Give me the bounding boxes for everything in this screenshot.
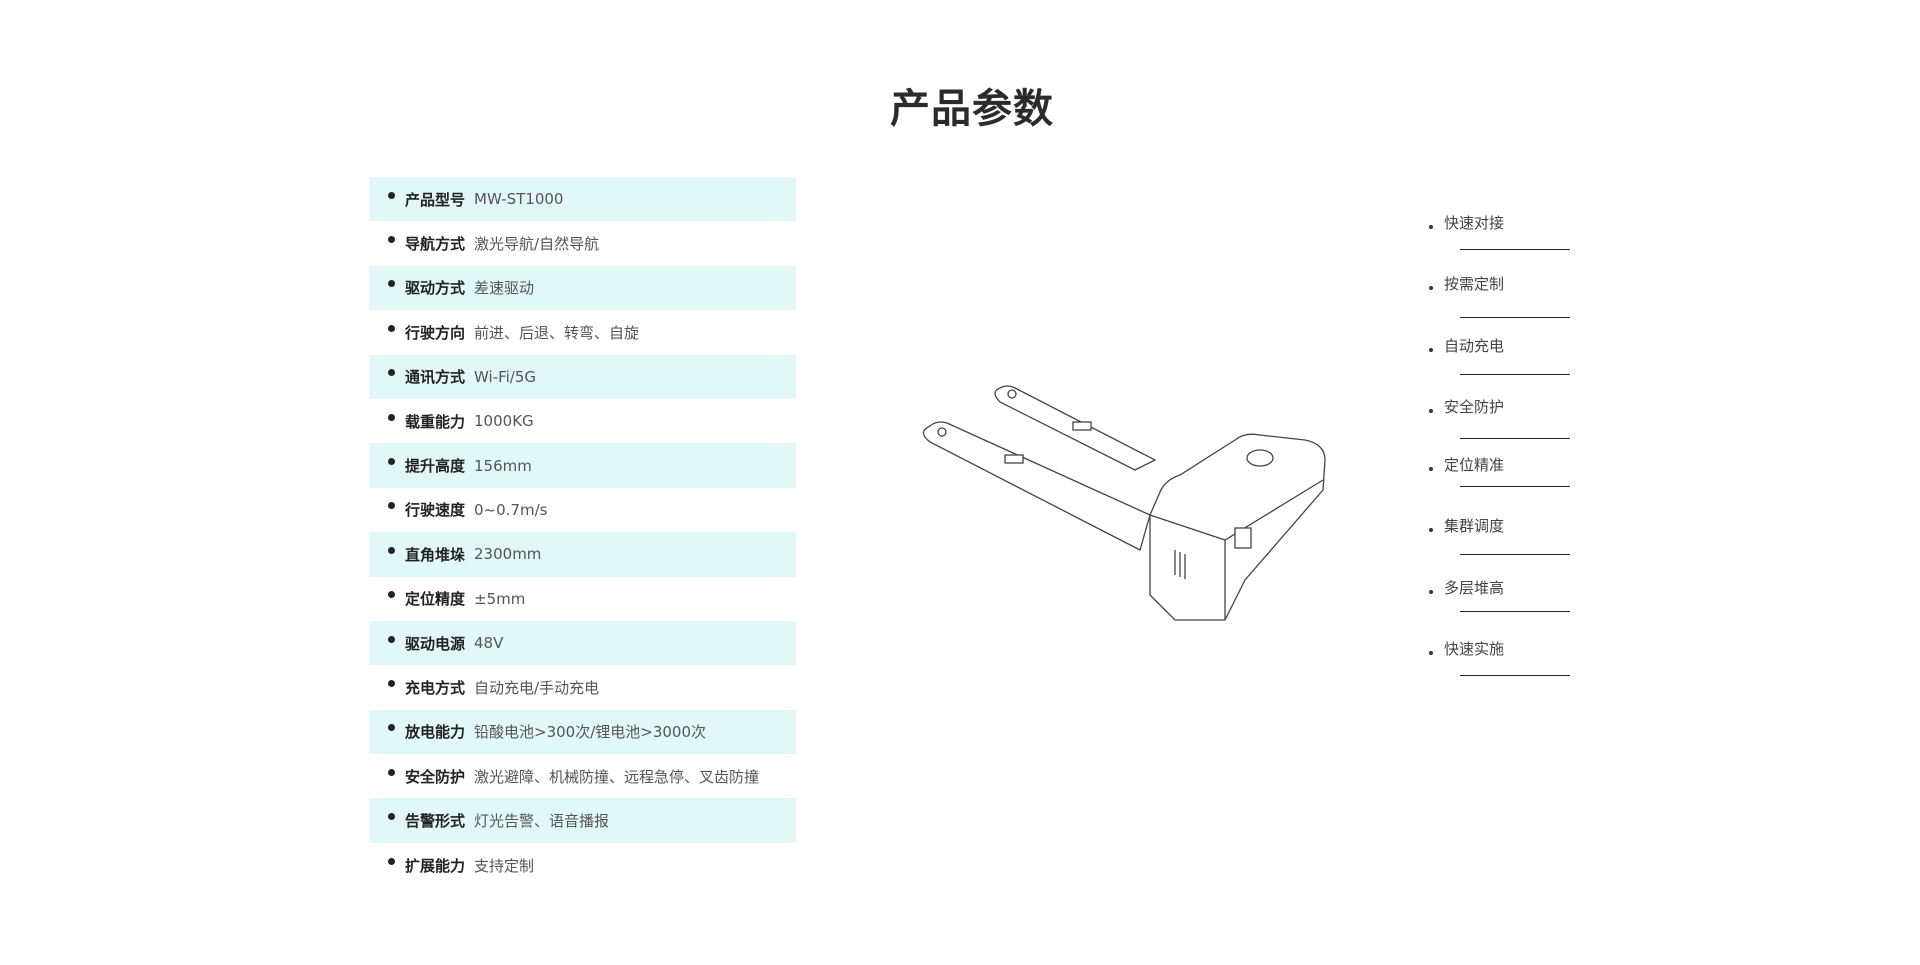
feature-label: 多层堆高 bbox=[1444, 579, 1505, 597]
bullet-icon bbox=[1429, 467, 1433, 471]
spec-value: 自动充电/手动充电 bbox=[474, 678, 600, 697]
spec-value: 156mm bbox=[474, 456, 532, 475]
spec-value: 灯光告警、语音播报 bbox=[474, 812, 610, 831]
page-title: 产品参数 bbox=[890, 86, 1054, 132]
spec-label: 告警形式 bbox=[405, 812, 466, 831]
bullet-icon bbox=[388, 813, 395, 821]
divider bbox=[1460, 374, 1570, 375]
bullet-icon bbox=[1429, 348, 1433, 352]
bullet-icon bbox=[388, 280, 395, 288]
spec-label: 驱动方式 bbox=[405, 279, 466, 298]
spec-row: 载重能力 1000KG bbox=[369, 399, 796, 443]
divider bbox=[1460, 554, 1570, 555]
bullet-icon bbox=[388, 591, 395, 599]
bullet-icon bbox=[388, 191, 395, 199]
divider bbox=[1460, 486, 1570, 487]
bullet-icon bbox=[388, 857, 395, 865]
spec-row: 扩展能力支持定制 bbox=[369, 843, 796, 887]
spec-label: 导航方式 bbox=[405, 235, 466, 254]
bullet-icon bbox=[1429, 590, 1433, 594]
spec-value: 铅酸电池>300次/锂电池>3000次 bbox=[474, 723, 707, 742]
spec-value: 48V bbox=[474, 634, 504, 653]
spec-row: 产品型号 MW-ST1000 bbox=[369, 177, 796, 222]
bullet-icon bbox=[388, 546, 395, 554]
spec-value: 1000KG bbox=[474, 412, 534, 431]
bullet-icon bbox=[388, 502, 395, 510]
bullet-icon bbox=[388, 236, 395, 244]
spec-label: 载重能力 bbox=[405, 412, 466, 431]
spec-label: 放电能力 bbox=[405, 723, 466, 742]
bullet-icon bbox=[1429, 225, 1433, 229]
spec-row: 行驶方向前进、后退、转弯、自旋 bbox=[369, 310, 796, 354]
bullet-icon bbox=[1429, 286, 1433, 290]
spec-row: 安全防护激光避障、机械防撞、远程急停、叉齿防撞 bbox=[369, 754, 796, 798]
spec-label: 直角堆垛 bbox=[405, 545, 466, 564]
product-image bbox=[922, 385, 1326, 621]
feature-label: 快速实施 bbox=[1444, 640, 1505, 658]
spec-label: 驱动电源 bbox=[405, 634, 466, 653]
spec-label: 提升高度 bbox=[405, 457, 466, 476]
spec-value: 激光导航/自然导航 bbox=[474, 235, 600, 254]
spec-label: 通讯方式 bbox=[405, 368, 466, 387]
bullet-icon bbox=[1429, 528, 1433, 532]
spec-row: 告警形式灯光告警、语音播报 bbox=[369, 798, 796, 843]
feature-label: 定位精准 bbox=[1444, 456, 1505, 474]
spec-row: 充电方式自动充电/手动充电 bbox=[369, 665, 796, 709]
bullet-icon bbox=[1429, 409, 1433, 413]
spec-value: MW-ST1000 bbox=[474, 190, 564, 209]
spec-row: 驱动电源 48V bbox=[369, 620, 796, 666]
bullet-icon bbox=[388, 724, 395, 732]
spec-row: 行驶速度 0~0.7m/s bbox=[369, 488, 796, 532]
bullet-icon bbox=[388, 369, 395, 377]
feature-label: 自动充电 bbox=[1444, 337, 1505, 355]
spec-label: 行驶速度 bbox=[405, 501, 466, 520]
spec-row: 放电能力铅酸电池>300次/锂电池>3000次 bbox=[369, 709, 796, 755]
spec-label: 扩展能力 bbox=[405, 856, 466, 875]
spec-row: 直角堆垛 2300mm bbox=[369, 532, 796, 577]
bullet-icon bbox=[388, 458, 395, 466]
feature-label: 按需定制 bbox=[1444, 275, 1505, 293]
spec-value: 前进、后退、转弯、自旋 bbox=[474, 323, 640, 342]
feature-label: 集群调度 bbox=[1444, 517, 1505, 535]
bullet-icon bbox=[388, 635, 395, 643]
spec-value: Wi-Fi/5G bbox=[474, 367, 537, 386]
spec-label: 行驶方向 bbox=[405, 323, 466, 342]
spec-label: 定位精度 bbox=[405, 590, 466, 609]
feature-label: 快速对接 bbox=[1444, 214, 1505, 232]
spec-row: 通讯方式 Wi-Fi/5G bbox=[369, 354, 796, 399]
spec-value: 差速驱动 bbox=[474, 279, 535, 298]
bullet-icon bbox=[388, 679, 395, 687]
divider bbox=[1460, 317, 1570, 318]
spec-row: 驱动方式差速驱动 bbox=[369, 265, 796, 311]
spec-value: 支持定制 bbox=[474, 856, 535, 875]
divider bbox=[1460, 611, 1570, 612]
divider bbox=[1460, 675, 1570, 676]
spec-label: 产品型号 bbox=[405, 190, 466, 209]
spec-row: 定位精度 ±5mm bbox=[369, 577, 796, 621]
bullet-icon bbox=[388, 324, 395, 332]
spec-row: 导航方式激光导航/自然导航 bbox=[369, 221, 796, 265]
bullet-icon bbox=[388, 413, 395, 421]
spec-label: 安全防护 bbox=[405, 767, 466, 786]
spec-value: 激光避障、机械防撞、远程急停、叉齿防撞 bbox=[474, 767, 760, 786]
divider bbox=[1460, 438, 1570, 439]
bullet-icon bbox=[388, 768, 395, 776]
spec-label: 充电方式 bbox=[405, 678, 466, 697]
feature-label: 安全防护 bbox=[1444, 398, 1505, 416]
spec-value: ±5mm bbox=[474, 589, 526, 608]
spec-value: 0~0.7m/s bbox=[474, 500, 548, 519]
bullet-icon bbox=[1429, 651, 1433, 655]
divider bbox=[1460, 249, 1570, 250]
spec-value: 2300mm bbox=[474, 545, 542, 564]
spec-row: 提升高度 156mm bbox=[369, 443, 796, 488]
